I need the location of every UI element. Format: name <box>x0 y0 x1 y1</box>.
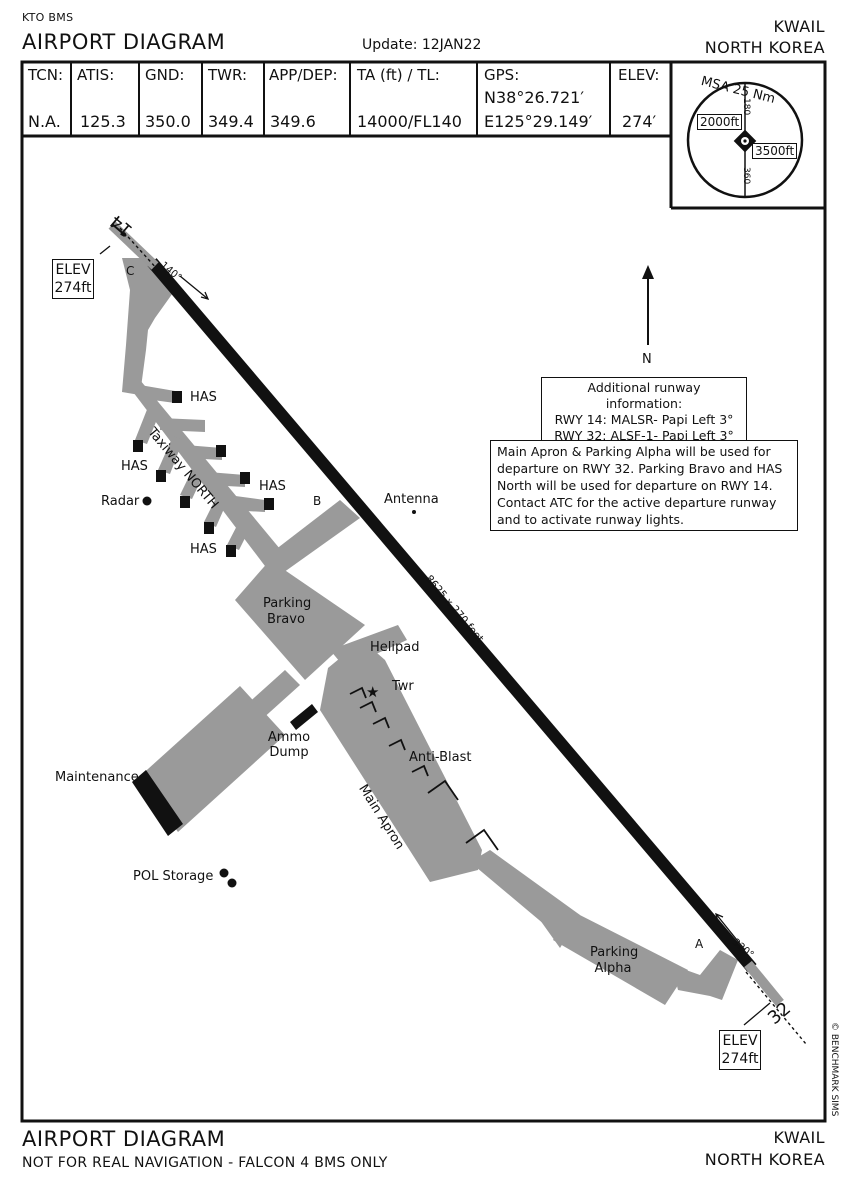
departure-line1: Main Apron & Parking Alpha will be used … <box>497 444 771 459</box>
tower-star-icon: ★ <box>366 683 379 701</box>
elev-label: ELEV: <box>618 66 660 84</box>
north-label: N <box>642 352 652 367</box>
runway-info-title: Additional runway information: <box>587 380 701 411</box>
taxiway-b-label: B <box>313 494 322 508</box>
maintenance-label: Maintenance <box>55 770 139 785</box>
radar-icon <box>142 496 152 506</box>
ta-tl-value: 14000/FL140 <box>357 112 462 131</box>
update-date: Update: 12JAN22 <box>362 37 482 53</box>
gnd-label: GND: <box>145 66 185 84</box>
elev-nw-label: ELEV <box>55 262 91 278</box>
elev-box-nw: ELEV 274ft <box>52 259 94 299</box>
antenna-icon <box>412 510 416 514</box>
footer-country: NORTH KOREA <box>704 1150 825 1169</box>
elev-se-value: 274ft <box>721 1051 759 1067</box>
runway-14-32 <box>108 221 807 1045</box>
ta-tl-label: TA (ft) / TL: <box>357 66 440 84</box>
departure-line4: Contact ATC for the active departure run… <box>497 495 777 510</box>
has-shelters <box>133 391 274 557</box>
has-label-4: HAS <box>190 542 217 557</box>
taxiways-aprons <box>122 258 738 1005</box>
parking-alpha-line2: Alpha <box>594 961 632 976</box>
antenna-label: Antenna <box>384 492 439 507</box>
app-dep-value: 349.6 <box>270 112 316 131</box>
gps-label: GPS: <box>484 66 520 84</box>
twr-value: 349.4 <box>208 112 254 131</box>
elev-se-label: ELEV <box>722 1033 758 1049</box>
twr-label: TWR: <box>208 66 248 84</box>
runway-info-note: Additional runway information: RWY 14: M… <box>541 377 747 447</box>
runway-info-rwy14: RWY 14: MALSR- Papi Left 3° <box>554 412 734 427</box>
ammo-line2: Dump <box>269 745 309 760</box>
north-arrow-icon <box>642 265 654 345</box>
gnd-value: 350.0 <box>145 112 191 131</box>
has-label-2: HAS <box>121 459 148 474</box>
parking-alpha-label: Parking Alpha <box>590 945 639 977</box>
footer-airport: KWAIL <box>773 1128 825 1147</box>
msa-bearing-180: 180 <box>741 98 751 116</box>
page-title: AIRPORT DIAGRAM <box>22 30 226 54</box>
parking-alpha-line1: Parking <box>590 945 639 960</box>
program-label: KTO BMS <box>22 11 74 24</box>
runway-info-rwy32: RWY 32: ALSF-1- Papi Left 3° <box>554 428 734 443</box>
departure-line2: departure on RWY 32. Parking Bravo and H… <box>497 461 783 476</box>
pol-storage-label: POL Storage <box>133 869 214 884</box>
anti-blast-shelters <box>349 686 499 851</box>
atis-label: ATIS: <box>77 66 115 84</box>
radar-label: Radar <box>101 494 140 509</box>
airport-name: KWAIL <box>773 17 825 36</box>
copyright-label: © BENCHMARK SIMS <box>829 1022 839 1117</box>
atis-value: 125.3 <box>80 112 126 131</box>
gps-lat: N38°26.721′ <box>484 88 584 107</box>
parking-bravo-label: Parking Bravo <box>263 596 312 628</box>
has-label-1: HAS <box>190 390 217 405</box>
ammo-dump-label: Ammo Dump <box>266 730 312 760</box>
pol-tank-icon <box>219 868 229 878</box>
msa-alt-west: 2000ft <box>697 114 743 130</box>
departure-note: Main Apron & Parking Alpha will be used … <box>490 440 798 531</box>
msa-alt-east: 3500ft <box>752 143 798 159</box>
parking-bravo-line2: Bravo <box>267 612 305 627</box>
departure-line5: and to activate runway lights. <box>497 512 684 527</box>
has-label-3: HAS <box>259 479 286 494</box>
elev-box-se: ELEV 274ft <box>719 1030 761 1070</box>
elev-value: 274′ <box>622 112 657 131</box>
footer-title: AIRPORT DIAGRAM <box>22 1127 226 1151</box>
tcn-value: N.A. <box>28 112 61 131</box>
anti-blast-label: Anti-Blast <box>409 750 472 765</box>
tcn-label: TCN: <box>28 66 64 84</box>
app-dep-label: APP/DEP: <box>269 66 338 84</box>
airport-country: NORTH KOREA <box>704 38 825 57</box>
footer-disclaimer: NOT FOR REAL NAVIGATION - FALCON 4 BMS O… <box>22 1155 388 1171</box>
ammo-line1: Ammo <box>267 730 311 745</box>
tower-label: Twr <box>392 679 414 694</box>
gps-lon: E125°29.149′ <box>484 112 593 131</box>
helipad-label: Helipad <box>370 640 420 655</box>
departure-line3: North will be used for departure on RWY … <box>497 478 773 493</box>
parking-bravo-line1: Parking <box>263 596 312 611</box>
elev-nw-value: 274ft <box>54 280 92 296</box>
pol-tank-icon <box>227 878 237 888</box>
msa-bearing-360: 360 <box>741 167 751 185</box>
taxiway-a-label: A <box>695 937 704 951</box>
taxiway-c-label: C <box>126 264 135 278</box>
